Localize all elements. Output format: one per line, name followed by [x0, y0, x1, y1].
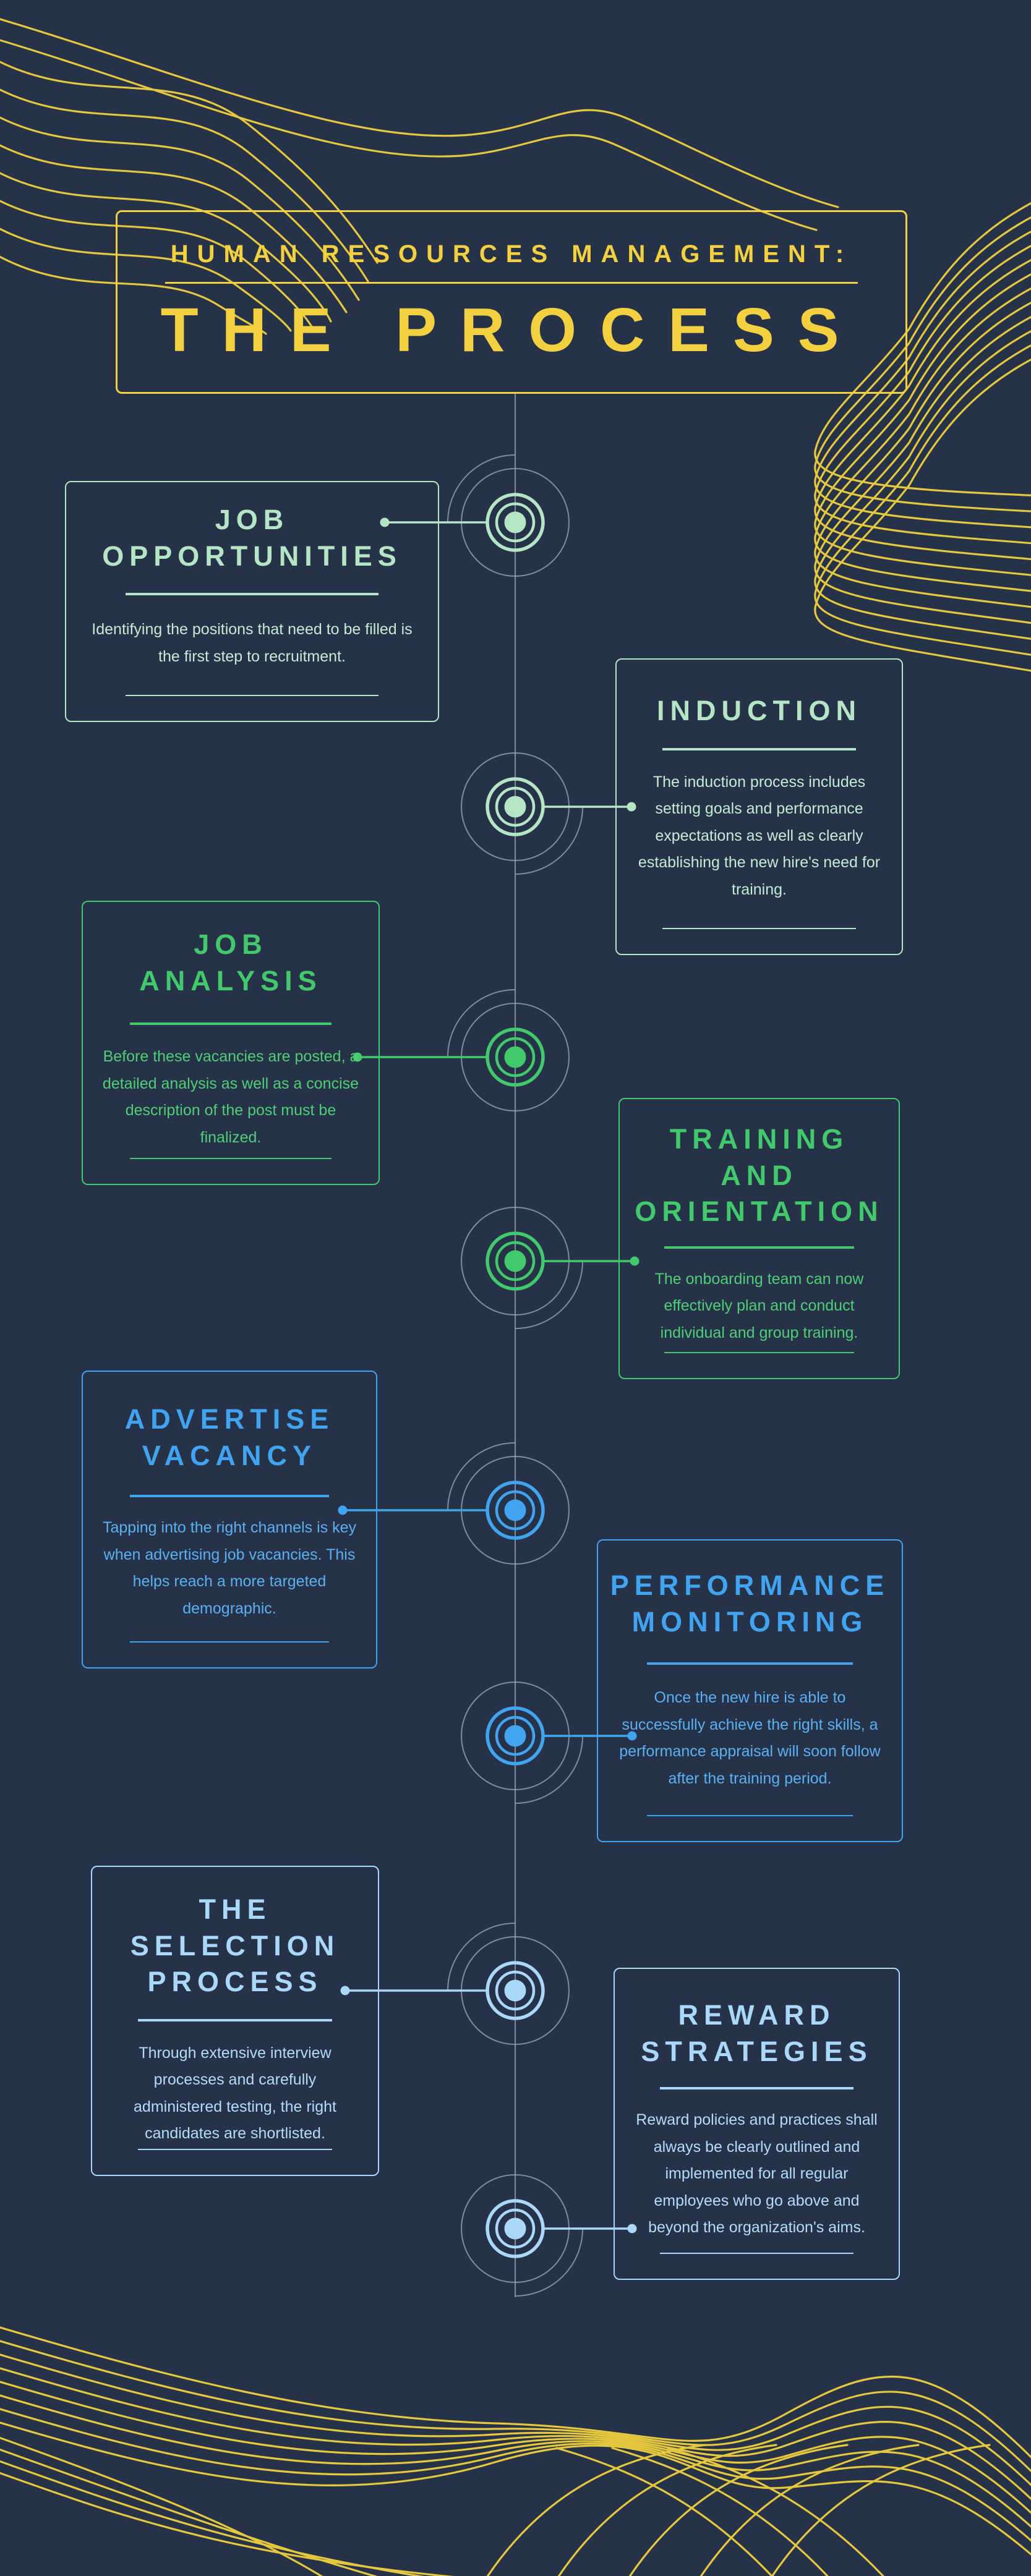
step-description: The onboarding team can now effectively …	[654, 1270, 864, 1341]
step-bottom-divider	[129, 1641, 330, 1643]
step-title: REWARD STRATEGIES	[641, 1999, 873, 2067]
top-left-waves-decoration	[0, 18, 839, 335]
timeline-node-job-opportunities	[380, 454, 570, 577]
step-bottom-divider	[660, 2253, 853, 2254]
step-description: Through extensive interview processes an…	[134, 2044, 336, 2143]
step-box-reward-strategies: REWARD STRATEGIES Reward policies and pr…	[614, 1968, 900, 2280]
step-box-job-opportunities: JOB OPPORTUNITIES Identifying the positi…	[65, 481, 439, 722]
page-title: THE PROCESS	[160, 295, 863, 365]
step-divider	[662, 747, 857, 750]
header-underline	[165, 282, 858, 284]
timeline-node-selection-process	[340, 1923, 570, 2045]
step-box-job-analysis: JOB ANALYSIS Before these vacancies are …	[82, 901, 380, 1185]
step-bottom-divider	[662, 928, 857, 929]
step-title: PERFORMANCE MONITORING	[610, 1570, 890, 1638]
step-bottom-divider	[137, 2149, 333, 2150]
step-divider	[129, 1495, 330, 1497]
step-description: Identifying the positions that need to b…	[92, 621, 413, 665]
timeline-node-advertise-vacancy	[338, 1442, 570, 1565]
step-divider	[126, 593, 379, 595]
step-divider	[130, 1022, 332, 1025]
step-title: THE SELECTION PROCESS	[130, 1894, 340, 1997]
bottom-waves-decoration	[0, 2326, 1031, 2576]
step-title: ADVERTISE VACANCY	[124, 1403, 335, 1471]
step-divider	[137, 2018, 333, 2021]
step-bottom-divider	[130, 1158, 332, 1159]
step-box-advertise-vacancy: ADVERTISE VACANCY Tapping into the right…	[82, 1371, 377, 1668]
step-title: JOB ANALYSIS	[139, 929, 322, 997]
step-description: The induction process includes setting g…	[638, 773, 881, 898]
step-title: JOB OPPORTUNITIES	[102, 504, 402, 572]
timeline-node-training-orientation	[461, 1207, 640, 1329]
step-bottom-divider	[646, 1815, 853, 1816]
top-right-waves-decoration	[814, 202, 1031, 672]
step-box-performance-monitoring: PERFORMANCE MONITORING Once the new hire…	[597, 1539, 903, 1842]
step-divider	[660, 2087, 853, 2089]
step-title: TRAINING AND ORIENTATION	[635, 1123, 884, 1227]
step-description: Before these vacancies are posted, a det…	[102, 1048, 359, 1146]
timeline-node-job-analysis	[353, 989, 570, 1112]
step-description: Tapping into the right channels is key w…	[103, 1519, 356, 1617]
step-description: Once the new hire is able to successfull…	[619, 1689, 881, 1787]
timeline-node-performance-monitoring	[461, 1681, 637, 1804]
step-bottom-divider	[664, 1352, 854, 1353]
step-divider	[664, 1246, 854, 1249]
header-kicker: HUMAN RESOURCES MANAGEMENT:	[170, 240, 853, 268]
step-divider	[646, 1662, 853, 1665]
timeline-node-reward-strategies	[461, 2174, 637, 2297]
header-title-box: HUMAN RESOURCES MANAGEMENT: THE PROCESS	[116, 210, 907, 394]
step-description: Reward policies and practices shall alwa…	[636, 2111, 878, 2236]
step-box-selection-process: THE SELECTION PROCESS Through extensive …	[91, 1866, 379, 2176]
step-bottom-divider	[126, 695, 379, 696]
step-title: INDUCTION	[657, 695, 862, 726]
timeline-node-induction	[461, 752, 636, 875]
step-box-training-orientation: TRAINING AND ORIENTATION The onboarding …	[618, 1098, 900, 1379]
step-box-induction: INDUCTION The induction process includes…	[615, 658, 903, 955]
